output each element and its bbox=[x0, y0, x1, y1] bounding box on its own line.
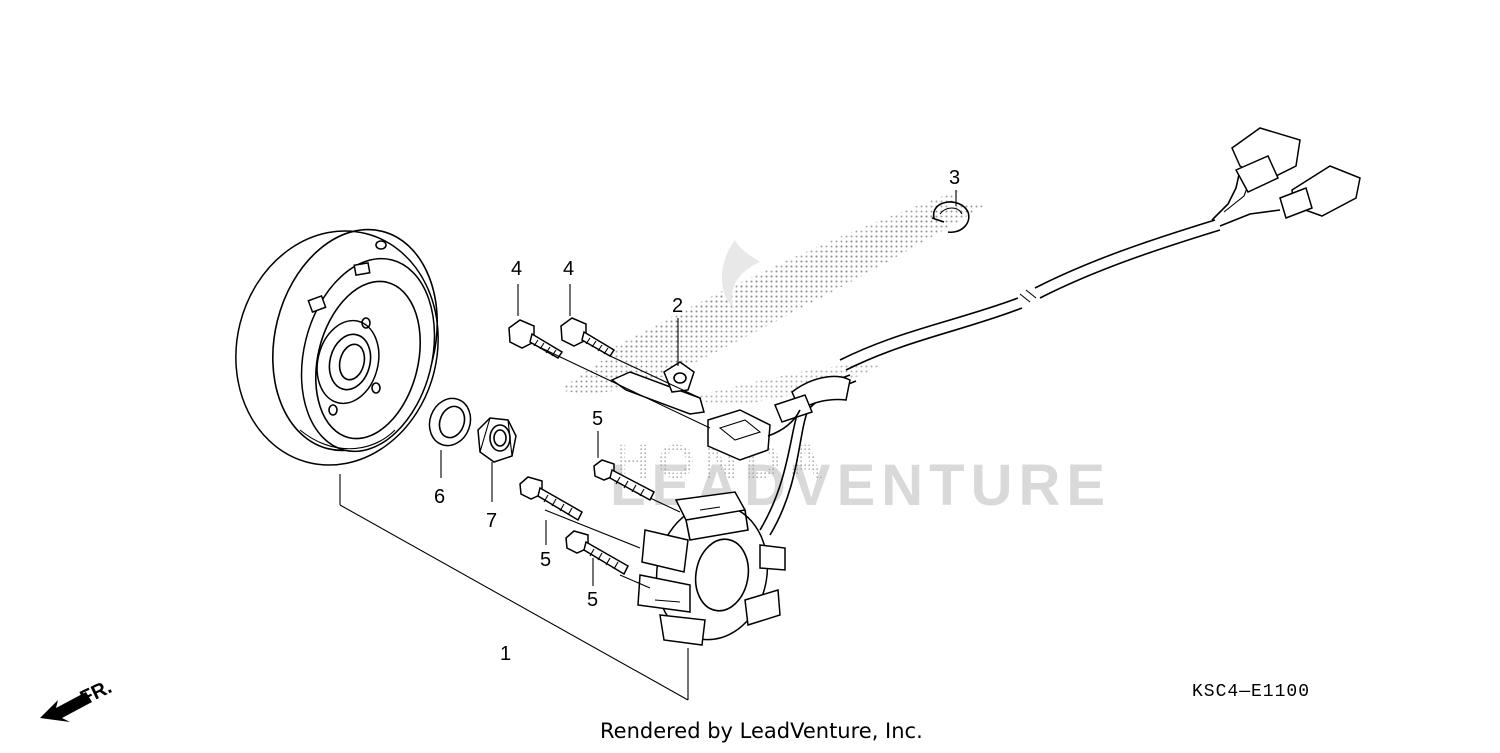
diagram-code: KSC4—E1100 bbox=[1192, 682, 1310, 702]
bolt-4-right[interactable] bbox=[560, 317, 616, 357]
wire-harness[interactable] bbox=[610, 127, 1361, 536]
callout-1[interactable]: 1 bbox=[500, 643, 511, 665]
callout-4-left[interactable]: 4 bbox=[511, 258, 522, 280]
leader-lines bbox=[339, 190, 957, 701]
bolt-5-upper[interactable] bbox=[593, 459, 655, 502]
callout-6[interactable]: 6 bbox=[434, 486, 445, 508]
bolt-5-lower[interactable] bbox=[565, 530, 629, 576]
callout-5-upper[interactable]: 5 bbox=[592, 408, 603, 430]
callout-4-right[interactable]: 4 bbox=[563, 258, 574, 280]
callout-7[interactable]: 7 bbox=[486, 510, 497, 532]
callout-3[interactable]: 3 bbox=[949, 167, 960, 189]
front-direction-arrow: FR. bbox=[40, 676, 115, 722]
washer[interactable] bbox=[423, 393, 477, 452]
stator[interactable] bbox=[637, 491, 786, 649]
watermark-logo: LEADVENTURE HONDA bbox=[560, 190, 1105, 518]
wire-clip[interactable] bbox=[931, 201, 970, 234]
bolt-4-left[interactable] bbox=[508, 319, 564, 359]
flange-nut[interactable] bbox=[477, 417, 517, 463]
footer-credit: Rendered by LeadVenture, Inc. bbox=[600, 719, 923, 743]
callout-2[interactable]: 2 bbox=[672, 295, 683, 317]
callout-5-left[interactable]: 5 bbox=[540, 549, 551, 571]
callout-5-lower[interactable]: 5 bbox=[587, 589, 598, 611]
flywheel-rotor[interactable] bbox=[211, 209, 462, 486]
bolt-5-left[interactable] bbox=[519, 476, 583, 522]
callouts: 1 2 3 4 4 5 5 5 6 7 bbox=[434, 167, 960, 665]
